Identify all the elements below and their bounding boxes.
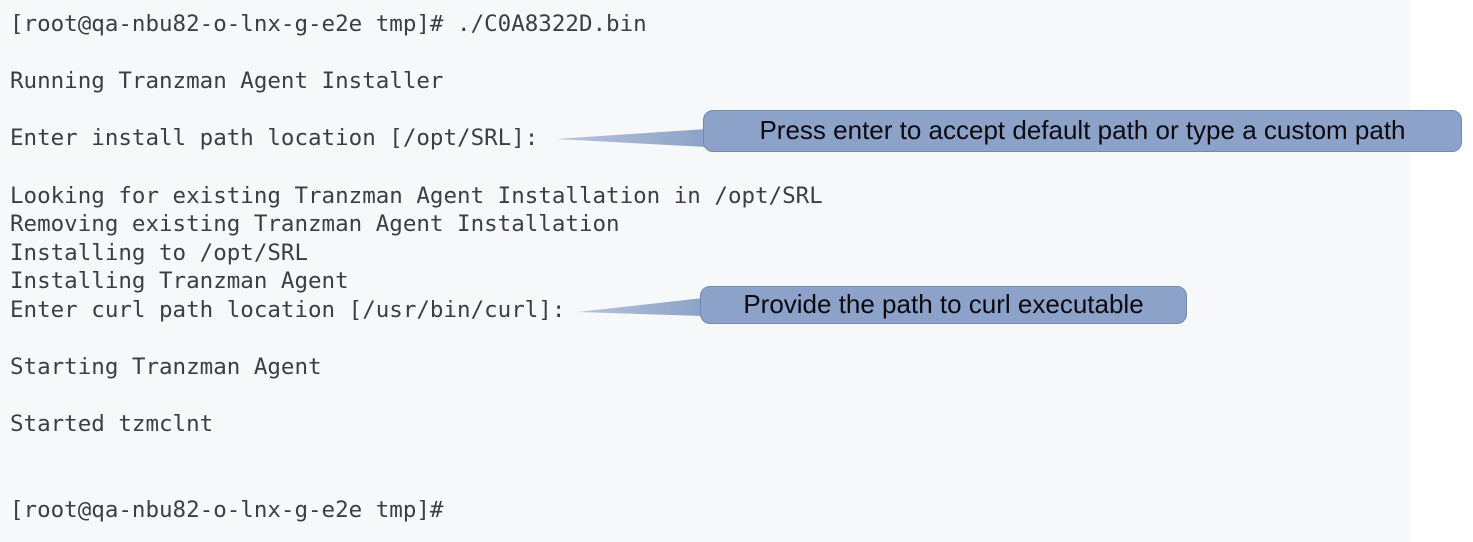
terminal-line-installing-to: Installing to /opt/SRL [10,239,309,266]
callout-install-path-label: Press enter to accept default path or ty… [759,115,1406,145]
callout-curl-path: Provide the path to curl executable [700,286,1187,324]
terminal-line-install-path-prompt: Enter install path location [/opt/SRL]: [10,125,539,152]
terminal-line-blank [10,325,1410,354]
terminal-line-removing-existing: Removing existing Tranzman Agent Install… [10,211,620,238]
page-margin [1410,0,1473,542]
callout-install-path: Press enter to accept default path or ty… [703,110,1462,152]
terminal-line-blank [10,153,1410,182]
terminal-line-curl-path-prompt: Enter curl path location [/usr/bin/curl]… [10,296,566,323]
terminal-line-starting-agent: Starting Tranzman Agent [10,354,322,381]
terminal-line-prompt-final: [root@qa-nbu82-o-lnx-g-e2e tmp]# [10,497,444,524]
terminal-window: [root@qa-nbu82-o-lnx-g-e2e tmp]# ./C0A83… [10,11,1410,524]
terminal-line-blank [10,39,1410,68]
terminal-line-prompt-run: [root@qa-nbu82-o-lnx-g-e2e tmp]# ./C0A83… [10,11,647,37]
terminal-line-running-installer: Running Tranzman Agent Installer [10,68,444,95]
terminal-line-blank [10,468,1410,497]
terminal-line-started-tzmclnt: Started tzmclnt [10,411,214,438]
terminal-line-looking-existing: Looking for existing Tranzman Agent Inst… [10,182,823,209]
terminal-line-blank [10,382,1410,411]
callout-curl-path-label: Provide the path to curl executable [743,289,1144,319]
terminal-line-blank [10,439,1410,468]
terminal-line-installing-agent: Installing Tranzman Agent [10,268,349,295]
